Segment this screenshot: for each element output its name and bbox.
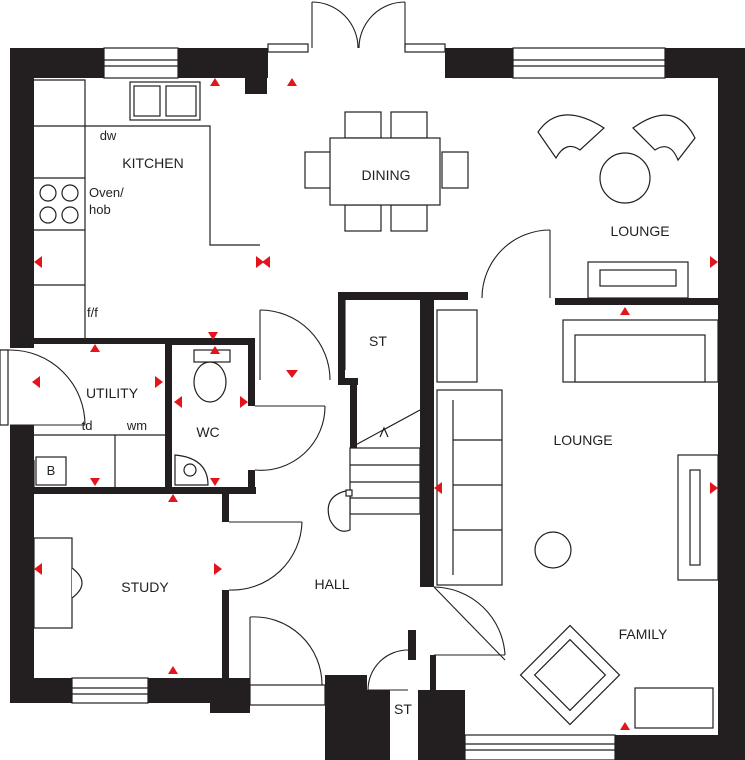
wc-fixtures: [174, 349, 231, 486]
label-dining: DINING: [362, 167, 411, 183]
label-wc: WC: [196, 424, 219, 440]
label-hall: HALL: [314, 576, 349, 592]
armchair-right: [632, 114, 696, 162]
label-lounge-main: LOUNGE: [553, 432, 612, 448]
measurement-markers: [32, 78, 718, 730]
label-dishwasher: dw: [100, 128, 117, 143]
dining-table: [304, 111, 469, 232]
label-fridge-freezer: f/f: [87, 305, 98, 320]
boiler: [35, 456, 67, 486]
label-tumble-dryer: td: [82, 418, 93, 433]
label-boiler: B: [47, 463, 56, 478]
label-store-upper: ST: [369, 333, 387, 349]
label-utility: UTILITY: [86, 385, 139, 401]
desk: [33, 537, 73, 629]
label-oven-line2: hob: [89, 202, 111, 217]
family-furniture: [519, 624, 714, 729]
label-family: FAMILY: [619, 626, 668, 642]
side-table-round: [534, 531, 572, 569]
toilet-bowl: [193, 361, 227, 403]
label-kitchen: KITCHEN: [122, 155, 183, 171]
appliance-labels: dw Oven/ hob f/f td wm B: [47, 128, 147, 478]
family-unit: [634, 687, 714, 729]
utility-units: [33, 434, 165, 487]
kitchen-units: [34, 79, 260, 338]
doors: [0, 1, 551, 691]
windows: [71, 43, 666, 760]
label-store-lower: ST: [394, 701, 412, 717]
label-lounge-top: LOUNGE: [610, 223, 669, 239]
lounge-top-furniture: [537, 114, 696, 299]
label-washing-machine: wm: [126, 418, 147, 433]
exterior-walls: [10, 48, 745, 760]
label-study: STUDY: [121, 579, 169, 595]
coffee-table: [599, 152, 651, 204]
staircase: [327, 409, 421, 532]
hob-ring: [39, 184, 57, 202]
desk-chair: [71, 567, 83, 599]
side-table: [436, 309, 478, 383]
lounge-main-furniture: [436, 309, 719, 586]
label-oven-line1: Oven/: [89, 185, 124, 200]
armchair-left: [537, 114, 605, 160]
study-furniture: [33, 537, 83, 629]
interior-walls: [34, 292, 718, 755]
room-labels: KITCHEN DINING LOUNGE ST UTILITY WC LOUN…: [86, 155, 670, 717]
sofa-side: [436, 389, 503, 586]
